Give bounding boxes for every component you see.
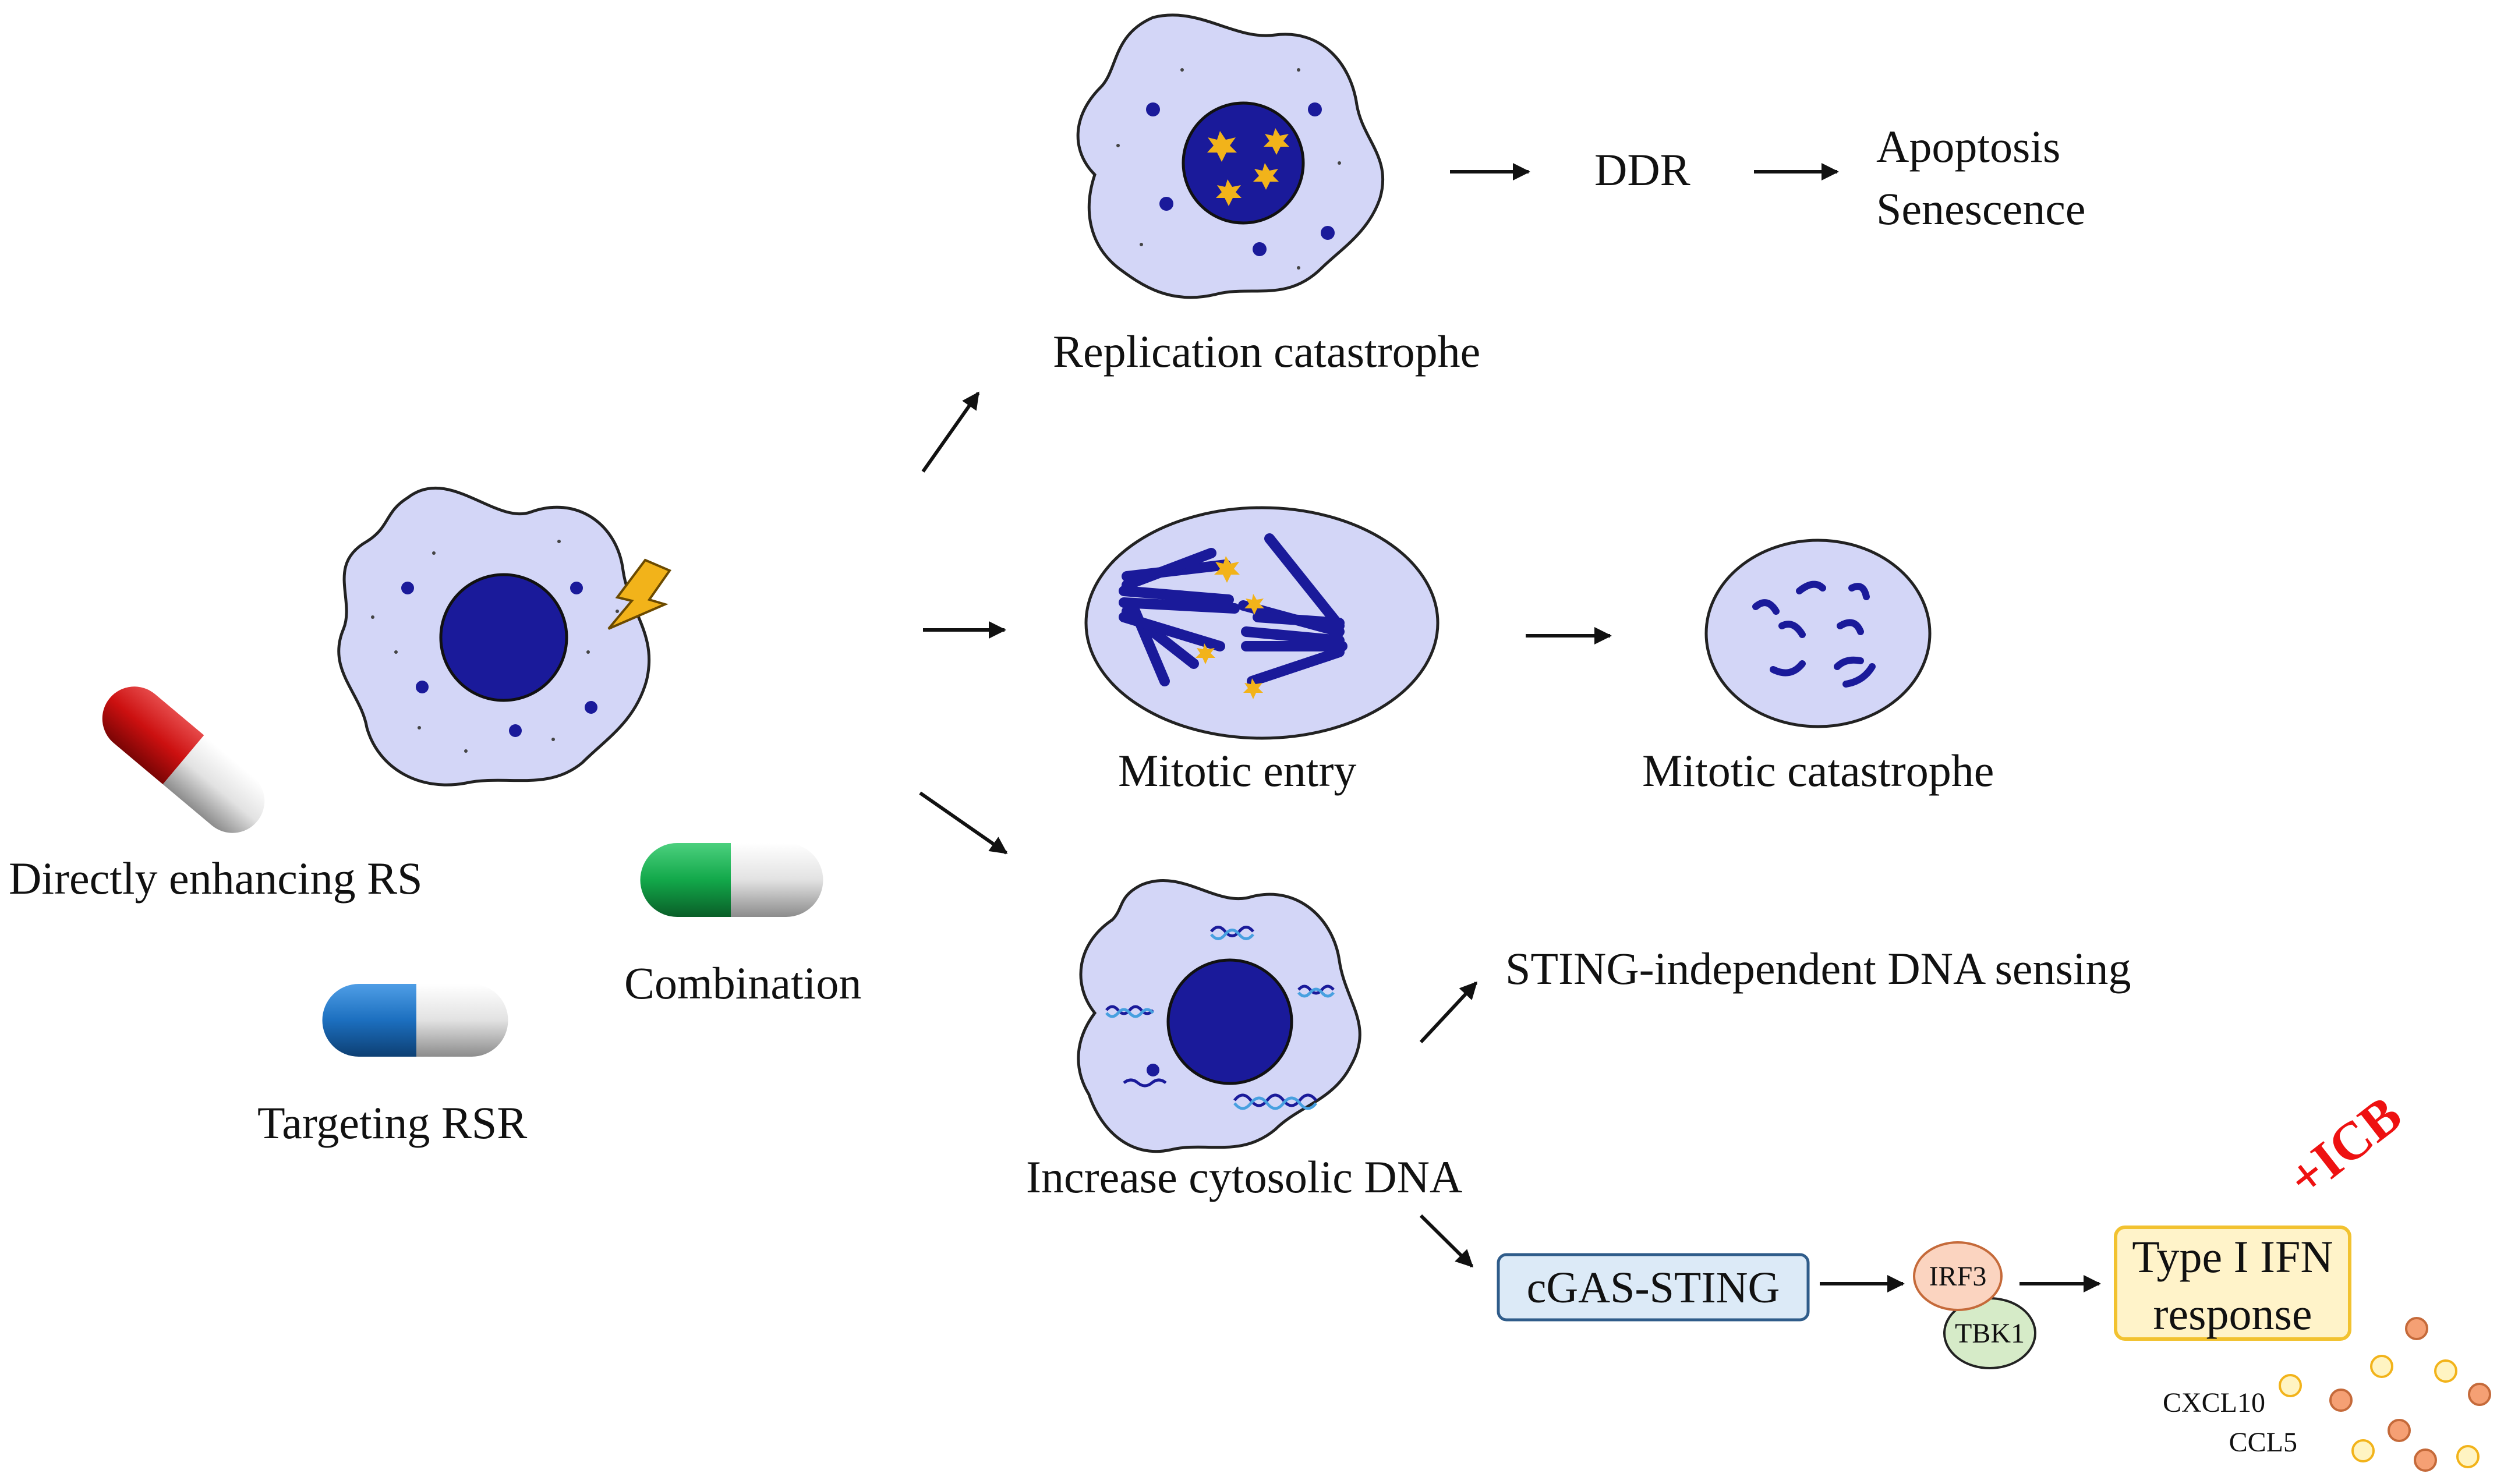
arrow-to-sting-independent [1419,981,1478,1044]
cytosolic-dna-cell [1077,879,1361,1153]
ifn-response-box: Type I IFN response [2114,1226,2351,1341]
label-mitotic-catastrophe: Mitotic catastrophe [1642,745,1994,796]
label-icb: +ICB [2277,1084,2413,1208]
label-combination: Combination [624,958,861,1008]
label-increase-cytosolic-dna: Increase cytosolic DNA [1026,1152,1462,1202]
svg-text:IRF3: IRF3 [1929,1261,1987,1292]
nucleus [439,573,568,702]
label-targeting-rsr: Targeting RSR [257,1097,527,1148]
treated-cell [337,486,672,787]
arrow-to-cytosolic-dna [919,791,1008,855]
label-sting-independent: STING-independent DNA sensing [1505,943,2131,994]
cgas-sting-box: cGAS-STING [1497,1253,1810,1322]
green-pill-icon [640,843,823,917]
svg-text:TBK1: TBK1 [1955,1318,2025,1349]
red-pill-icon [102,686,265,833]
label-ddr: DDR [1594,144,1690,195]
label-apoptosis: Apoptosis [1876,121,2060,172]
nucleus [1182,101,1305,225]
tbk1-node: TBK1 [1943,1297,2036,1369]
dna-fragments [1105,926,1335,1110]
irf3-node: IRF3 [1913,1241,2003,1311]
svg-text:cGAS-STING: cGAS-STING [1527,1263,1780,1312]
label-cxcl10: CXCL10 [2163,1387,2265,1418]
svg-text:response: response [2153,1288,2312,1339]
nucleus [1166,958,1293,1085]
mitotic-catastrophe-cell [1704,539,1932,728]
lightning-icon [607,558,672,630]
arrow-to-replication [921,391,980,473]
label-directly-enhancing-rs: Directly enhancing RS [9,853,423,904]
mitotic-entry-cell [1084,506,1440,740]
replication-cell [1076,13,1385,299]
label-senescence: Senescence [1876,183,2085,234]
arrow-to-cgas-sting [1419,1214,1474,1268]
label-ccl5: CCL5 [2229,1427,2297,1458]
cytokine-dots [2279,1317,2491,1472]
label-mitotic-entry: Mitotic entry [1118,745,1356,796]
label-replication-catastrophe: Replication catastrophe [1053,326,1480,377]
blue-pill-icon [322,984,508,1057]
svg-text:Type I IFN: Type I IFN [2132,1231,2333,1282]
